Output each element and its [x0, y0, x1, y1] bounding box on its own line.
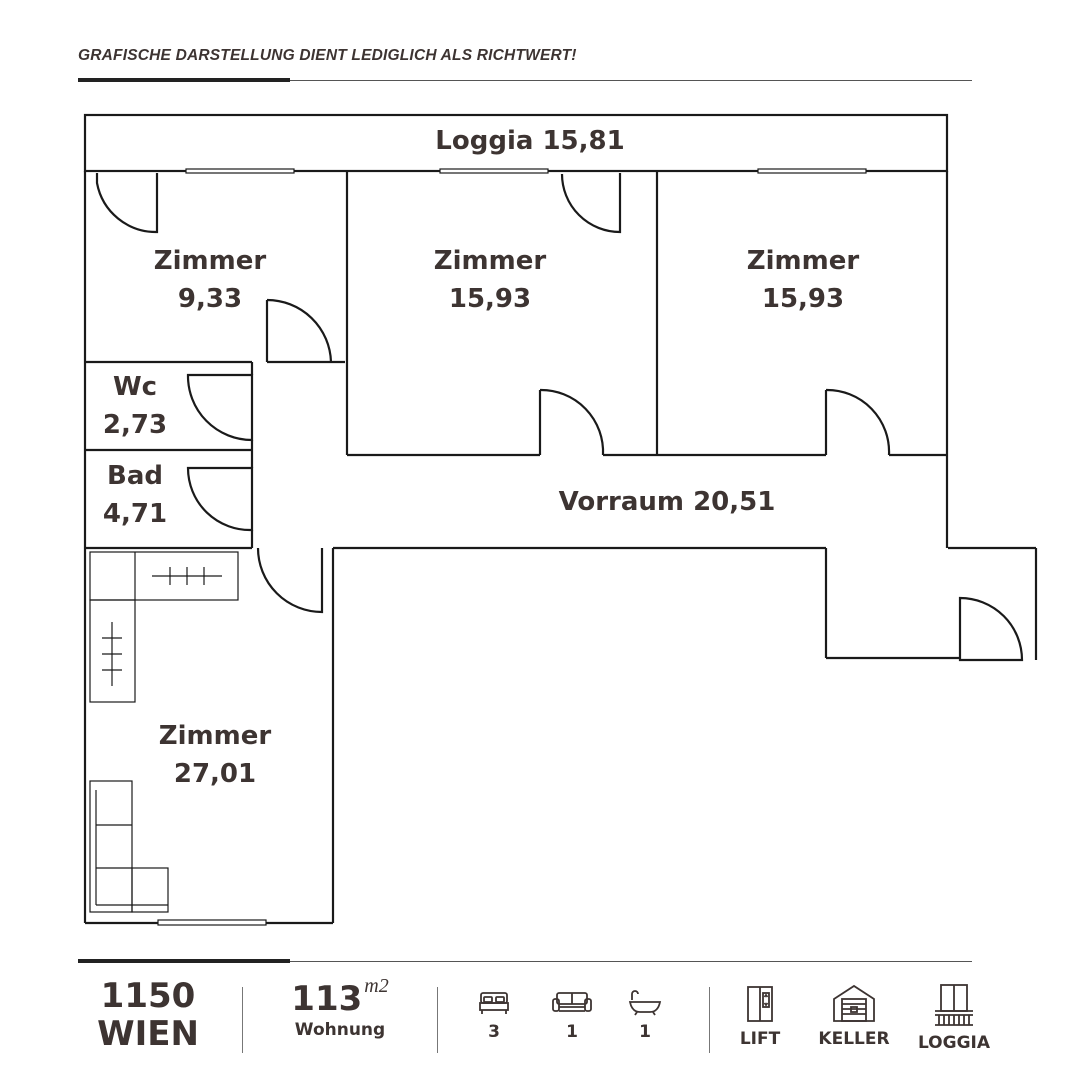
room-area: 15,93	[761, 284, 845, 314]
feature-loggia: LOGGIA	[914, 983, 994, 1053]
room-name: Zimmer	[433, 246, 547, 276]
bed-icon	[479, 992, 509, 1014]
lift-icon	[747, 986, 773, 1022]
area-value: 113	[291, 979, 363, 1019]
room-area: 4,71	[102, 499, 168, 529]
room-name: Zimmer	[153, 246, 267, 276]
footer-divider	[437, 987, 438, 1053]
room-name: Zimmer	[158, 721, 272, 751]
footer-divider	[242, 987, 243, 1053]
room-label-zimmer-right: Zimmer 15,93	[703, 242, 903, 318]
room-label-loggia: Loggia 15,81	[435, 126, 625, 156]
bedroom-count: 3	[454, 990, 534, 1042]
room-label-zimmer-small: Zimmer 9,33	[110, 242, 310, 318]
room-area: 15,93	[448, 284, 532, 314]
footer-divider	[709, 987, 710, 1053]
sofa-icon	[552, 992, 592, 1012]
room-label-vorraum: Vorraum 20,51	[558, 487, 776, 517]
area-label: Wohnung	[294, 1020, 386, 1040]
footer-rule-accent	[78, 959, 290, 963]
city: WIEN	[97, 1014, 199, 1054]
footer-rule	[78, 961, 972, 962]
balcony-icon	[935, 984, 973, 1026]
header-rule-accent	[78, 78, 290, 82]
room-area: 27,01	[173, 759, 257, 789]
location-block: 1150 WIEN	[88, 977, 208, 1053]
room-area: 2,73	[102, 410, 168, 440]
bathtub-icon	[628, 990, 662, 1016]
disclaimer-text: GRAFISCHE DARSTELLUNG DIENT LEDIGLICH AL…	[78, 47, 577, 64]
room-name: Zimmer	[746, 246, 860, 276]
bathroom-count: 1	[605, 990, 685, 1042]
room-label-wc: Wc 2,73	[85, 368, 185, 444]
header-rule	[78, 80, 972, 81]
postcode: 1150	[100, 976, 196, 1016]
livingroom-count: 1	[532, 990, 612, 1042]
room-label-zimmer-large: Zimmer 27,01	[115, 717, 315, 793]
feature-lift: LIFT	[720, 985, 800, 1049]
room-label-bad: Bad 4,71	[85, 457, 185, 533]
garage-icon	[833, 984, 875, 1022]
area-unit: m2	[364, 975, 389, 997]
feature-keller: KELLER	[814, 983, 894, 1049]
room-name: Bad	[107, 461, 163, 491]
room-name: Wc	[112, 372, 158, 402]
room-area: 9,33	[177, 284, 243, 314]
room-label-zimmer-mid: Zimmer 15,93	[390, 242, 590, 318]
